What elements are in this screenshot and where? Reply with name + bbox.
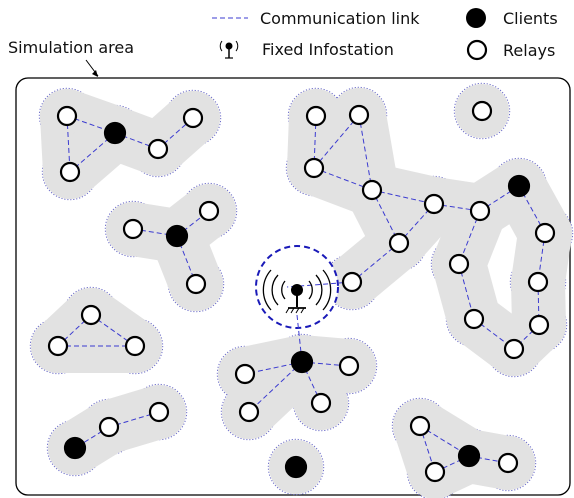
relay-node [469,200,491,222]
relay-node [182,107,204,129]
relay-node [388,232,410,254]
relay-node [147,138,169,160]
communication-link [371,189,435,205]
legend-clients-label: Clients [503,9,558,28]
relay-node [463,308,485,330]
relay-node [409,415,431,437]
coverage-outline [509,253,567,311]
client-node [165,224,189,248]
coverage-outline [479,434,537,492]
legend-link-label: Communication link [260,9,420,28]
relay-node [527,271,549,293]
communication-link [351,242,400,283]
relay-node [361,179,383,201]
coverage-outline [320,337,378,395]
relay-node [238,401,260,423]
communication-link [313,167,373,191]
coverage-outline [510,296,568,354]
coverage-outline [180,182,238,240]
relay-node [148,401,170,423]
coverage-outline [516,204,574,262]
relay-node [424,461,446,483]
area-label: Simulation area [8,38,134,57]
infostation-icon [262,269,332,314]
relay-node [303,157,325,179]
relay-node [423,193,445,215]
client-node [284,455,308,479]
relay-node [122,218,144,240]
relay-node [305,105,327,127]
communication-link [358,114,373,191]
client-node [63,436,87,460]
relay-node [198,200,220,222]
relay-node [534,222,556,244]
relay-node [310,392,332,414]
legend-client-swatch [466,8,486,28]
coverage-outline [106,317,164,375]
simulation-area-border [15,77,571,496]
relay-node [348,104,370,126]
relay-node [503,338,525,360]
relay-node [448,253,470,275]
coverage-outline [130,383,188,441]
relay-node [98,416,120,438]
relay-node [341,271,363,293]
coverage-outline [164,89,222,147]
communication-link [248,361,303,413]
relay-node [59,161,81,183]
relay-node [124,335,146,357]
client-node [290,350,314,374]
coverage-outline [167,255,225,313]
relay-node [56,105,78,127]
relay-node [80,304,102,326]
area-pointer-arrowhead [92,70,98,77]
relay-node [234,363,256,385]
relay-node [528,314,550,336]
network-nodes [47,100,556,483]
communication-link [313,114,360,169]
relay-node [497,452,519,474]
coverage-outline [292,374,350,432]
communication-link [286,281,353,288]
relay-node [47,335,69,357]
relay-node [471,100,493,122]
client-node [103,121,127,145]
legend-relays-label: Relays [503,41,555,60]
relay-node [185,273,207,295]
legend-infostation-icon [219,40,239,59]
coverage-outline [330,86,388,144]
communication-link [434,455,470,473]
legend-relay-swatch [466,39,488,61]
client-node [507,174,531,198]
client-node [457,444,481,468]
relay-node [338,355,360,377]
legend-infostation-label: Fixed Infostation [262,40,394,59]
